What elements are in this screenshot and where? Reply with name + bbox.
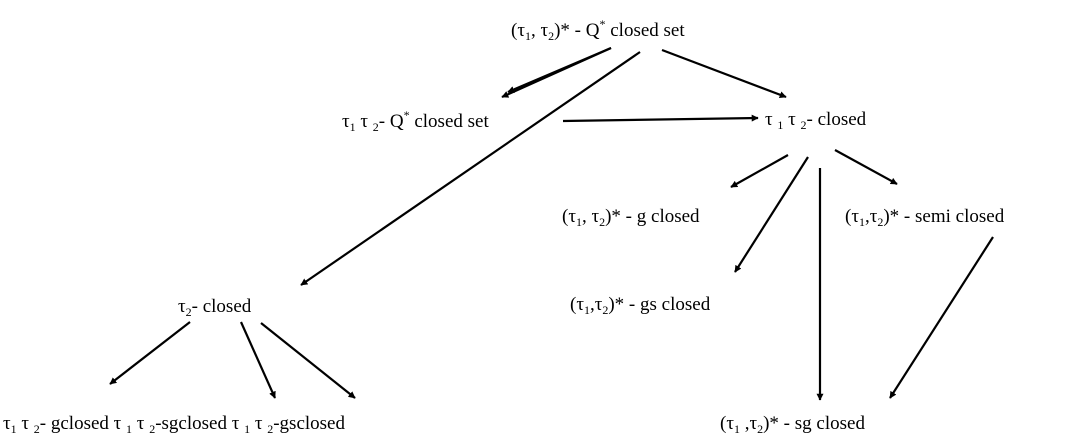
arrow-t2-closed-to-gclosed bbox=[109, 321, 191, 385]
arrow-t2-closed-to-gsclosed bbox=[260, 322, 356, 399]
node-t1t2star-g-closed: (τ1, τ2)* - g closed bbox=[562, 206, 700, 229]
arrow-t2-closed-to-sgclosed bbox=[239, 321, 277, 399]
node-t1t2star-sg-closed: (τ1 ,τ2)* - sg closed bbox=[720, 413, 865, 436]
arrow-t1t2-closed-to-semi-closed bbox=[834, 149, 898, 185]
node-t1t2-q-star-closed-set: τ1 τ 2- Q* closed set bbox=[342, 108, 489, 134]
node-bottom-left-closed-sets: τ1 τ 2- gclosed τ 1 τ 2-sgclosed τ 1 τ 2… bbox=[3, 413, 345, 436]
node-t1t2star-gs-closed: (τ1,τ2)* - gs closed bbox=[570, 294, 711, 317]
arrow-t1t2-closed-to-gs-closed bbox=[734, 156, 809, 273]
node-t1t2-closed: τ 1 τ 2- closed bbox=[765, 109, 867, 132]
node-t2-closed: τ2- closed bbox=[178, 296, 252, 319]
arrow-top-to-t2-closed bbox=[300, 51, 641, 286]
arrow-top-to-t1t2-closed bbox=[661, 48, 787, 99]
arrow-t1t2-closed-to-g-closed bbox=[730, 154, 789, 188]
arrow-top-to-q-star-set bbox=[507, 46, 612, 94]
arrow-q-star-set-to-t1t2-closed bbox=[562, 114, 759, 123]
arrow-semi-closed-to-sg-closed bbox=[889, 236, 994, 399]
node-t1t2star-q-star-closed-set: (τ1, τ2)* - Q* closed set bbox=[511, 17, 685, 43]
node-t1t2star-semi-closed: (τ1,τ2)* - semi closed bbox=[845, 206, 1005, 229]
